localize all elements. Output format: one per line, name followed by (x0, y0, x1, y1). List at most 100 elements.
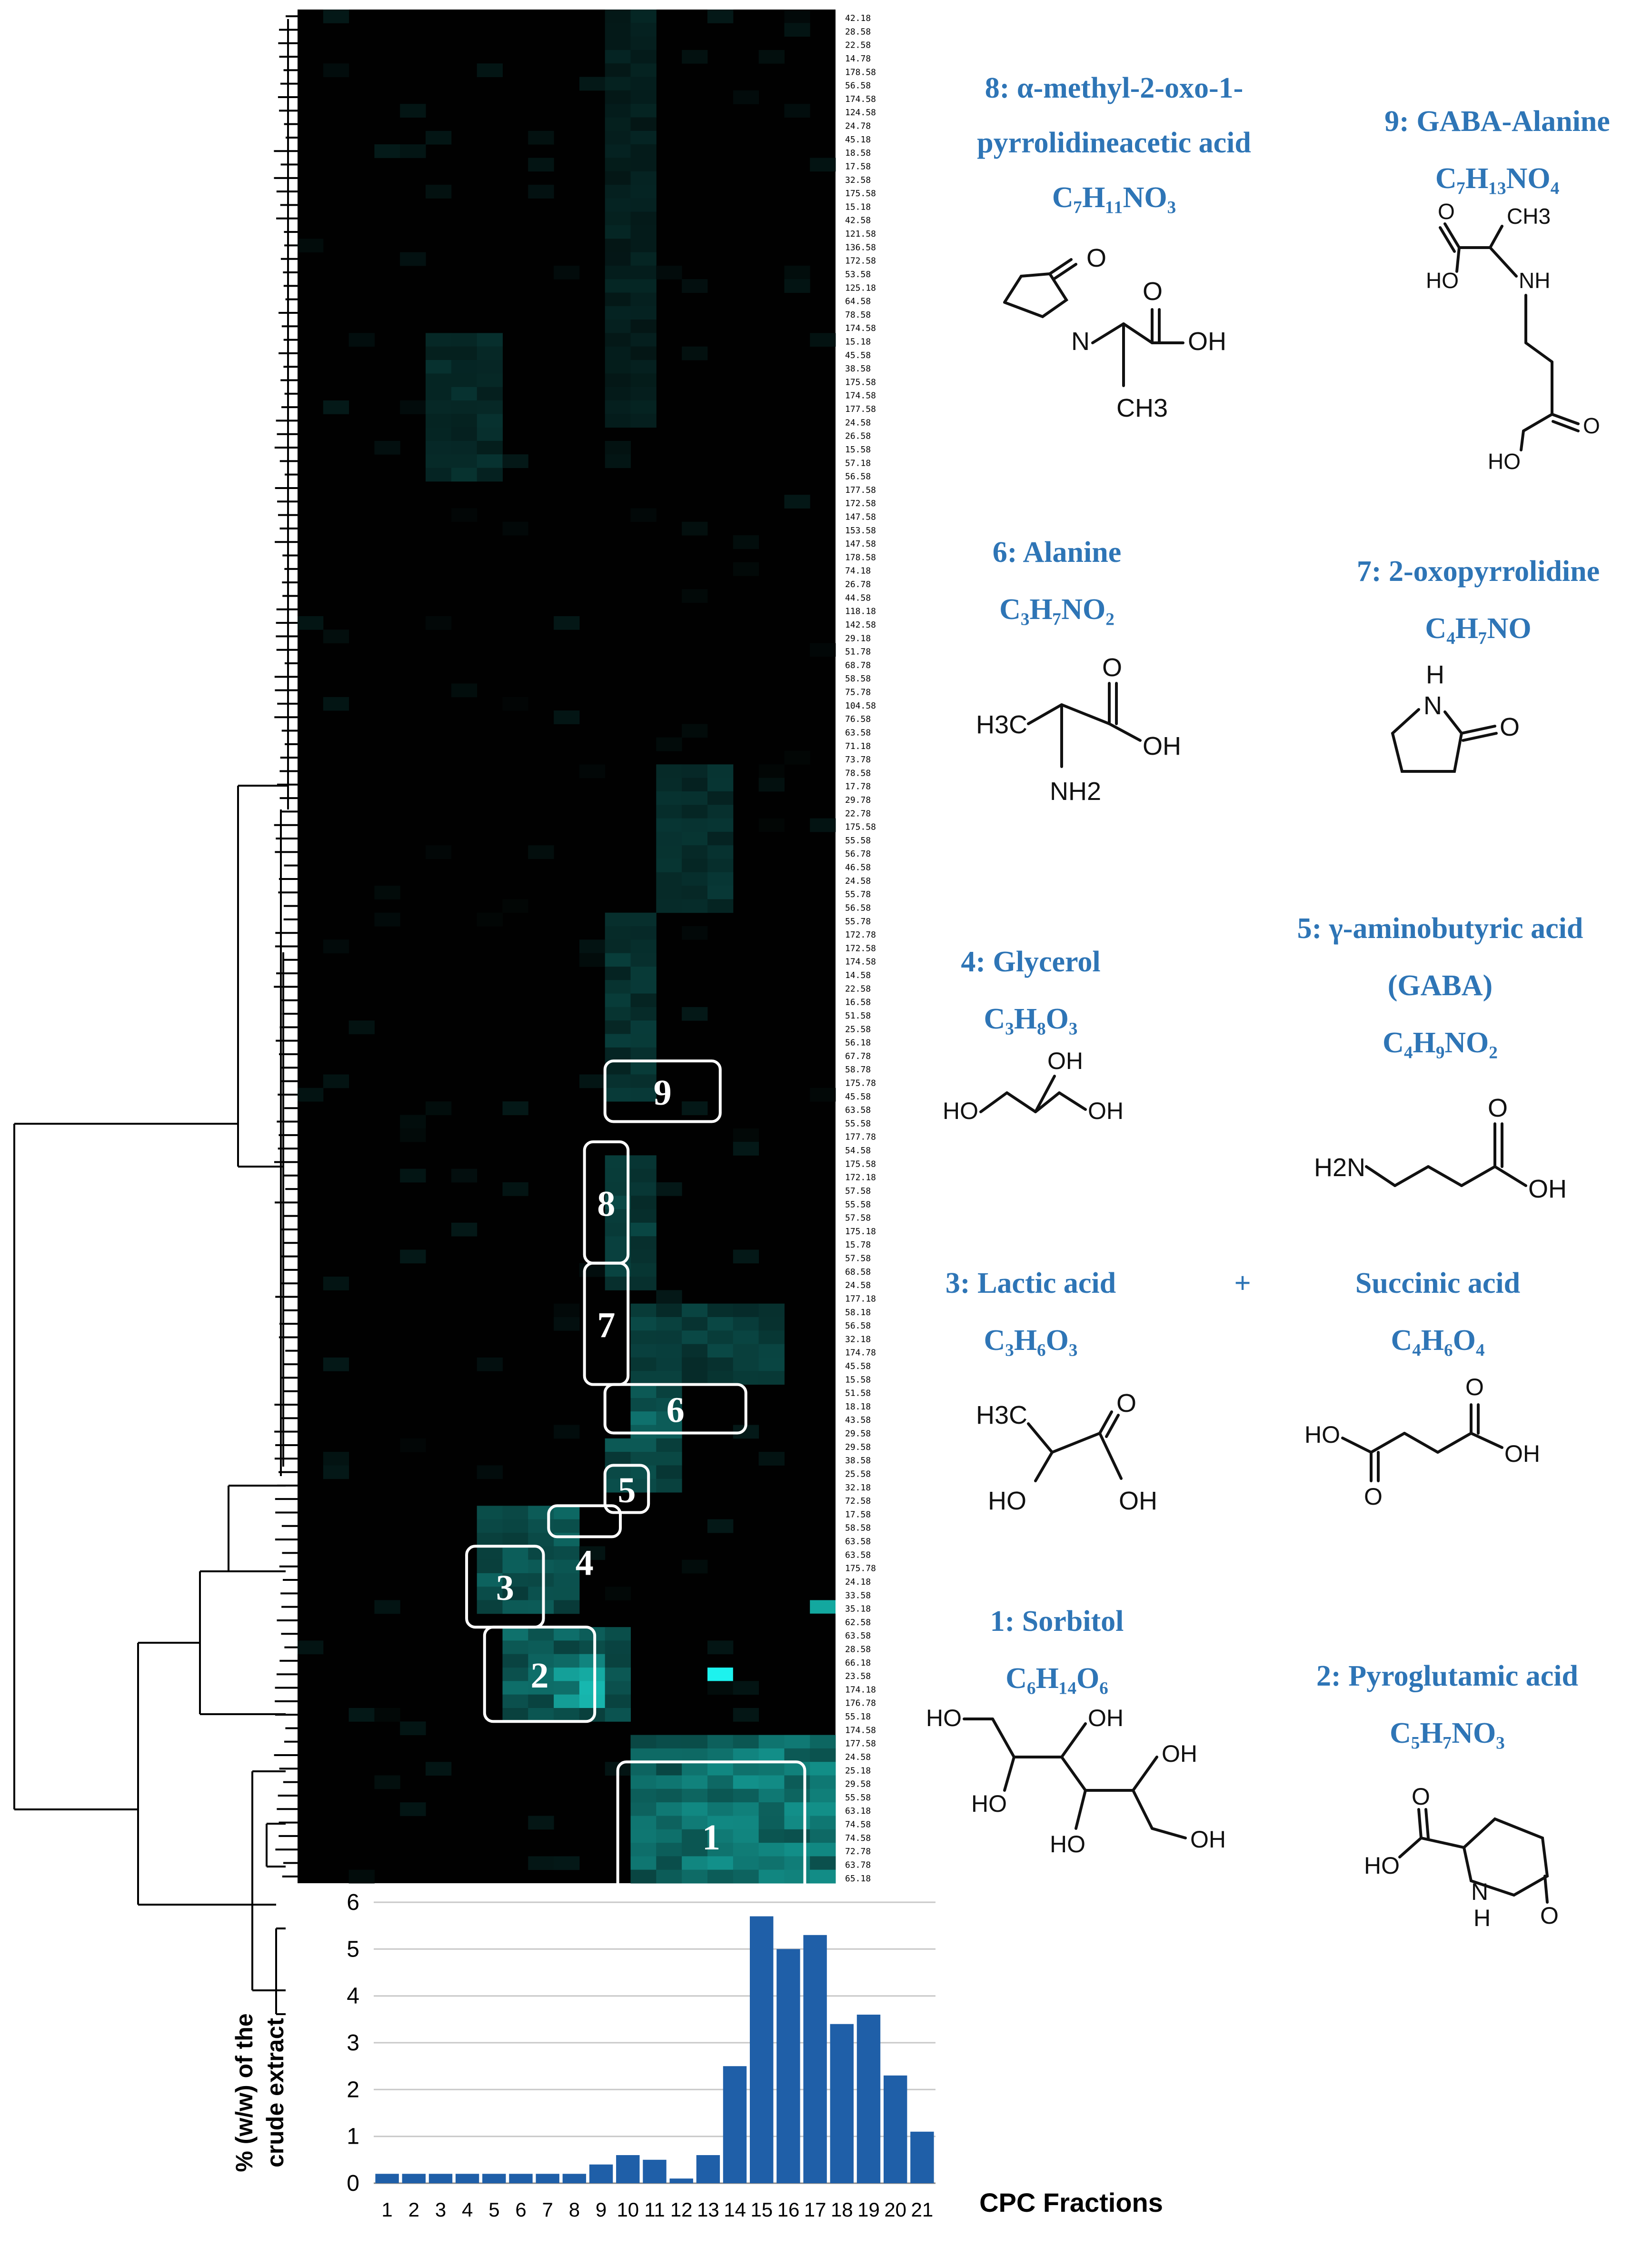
heatmap-cell (682, 1317, 708, 1331)
heatmap-row-label: 25.58 (845, 1469, 871, 1479)
heatmap-cell (810, 643, 836, 657)
heatmap-cell (733, 90, 759, 104)
heatmap-cell (426, 346, 452, 360)
heatmap-cell (630, 967, 657, 980)
heatmap-row-label: 63.18 (845, 1806, 871, 1816)
heatmap-cell (451, 1168, 478, 1183)
heatmap-cell (656, 737, 682, 751)
heatmap-cell (579, 1654, 606, 1668)
heatmap-row-label: 42.18 (845, 13, 871, 23)
heatmap-cell (323, 1452, 349, 1466)
x-tick-label: 12 (670, 2198, 693, 2221)
atom-OH: OH (1188, 327, 1226, 356)
heatmap-cell (579, 939, 606, 954)
heatmap-cell (579, 1546, 606, 1560)
x-tick-label: 7 (542, 2198, 553, 2221)
heatmap-row-label: 24.58 (845, 1280, 871, 1290)
atom-OH: OH (1143, 732, 1181, 760)
heatmap-row-label: 58.78 (845, 1065, 871, 1075)
heatmap-row-label: 25.58 (845, 1024, 871, 1034)
heatmap-cell (656, 831, 682, 846)
heatmap-cell (656, 1748, 682, 1762)
heatmap-cell (656, 1384, 682, 1398)
heatmap-cell (630, 1088, 657, 1102)
heatmap-row-label: 68.58 (845, 1267, 871, 1277)
heatmap-cell (656, 1735, 682, 1749)
heatmap-cell (630, 993, 657, 1008)
compound-5-name-line2: (GABA) (1388, 969, 1493, 1002)
heatmap-cell (451, 468, 478, 482)
heatmap-cell (758, 818, 785, 832)
heatmap-cell (477, 1506, 503, 1520)
heatmap-cell (528, 1816, 554, 1830)
heatmap-row-label: 32.18 (845, 1334, 871, 1344)
heatmap-row-label: 45.18 (845, 135, 871, 145)
heatmap-cell (707, 1762, 734, 1776)
heatmap-cell (630, 77, 657, 91)
heatmap-cell (784, 1748, 810, 1762)
heatmap-cell (810, 1748, 836, 1762)
heatmap-cell (605, 104, 631, 118)
heatmap-cell (707, 805, 734, 819)
dendrogram (13, 15, 298, 2015)
heatmap-cell (682, 1303, 708, 1318)
heatmap-row-label: 174.58 (845, 323, 876, 333)
y-axis-label-line2: crude extract (262, 2018, 289, 2167)
atom-H: H (1473, 1905, 1491, 1931)
heatmap-row-label: 15.18 (845, 202, 871, 212)
heatmap-cell (733, 1330, 759, 1345)
heatmap-cell (605, 1088, 631, 1102)
heatmap-cell (477, 1546, 503, 1560)
heatmap-cell (323, 1074, 349, 1089)
heatmap-cell (579, 77, 606, 91)
heatmap-row-label: 153.58 (845, 526, 876, 536)
heatmap-cell (630, 158, 657, 172)
cluster-label-4: 4 (576, 1543, 594, 1583)
heatmap-cell (554, 1668, 580, 1681)
heatmap-cell (733, 1788, 759, 1803)
heatmap-cell (630, 1020, 657, 1034)
heatmap-cell (656, 1775, 682, 1789)
heatmap-cell (630, 1007, 657, 1021)
heatmap-cell (733, 1829, 759, 1843)
heatmap-cell (682, 1371, 708, 1385)
heatmap-cell (810, 1802, 836, 1816)
heatmap-cell (323, 10, 349, 23)
heatmap-cell (810, 333, 836, 347)
heatmap-cell (528, 1627, 554, 1641)
heatmap-cell (554, 1533, 580, 1547)
heatmap-cell (630, 1452, 657, 1466)
heatmap-row-label: 17.58 (845, 162, 871, 172)
heatmap-cell (528, 1694, 554, 1708)
heatmap-row-label: 125.18 (845, 283, 876, 293)
heatmap-row-label: 78.58 (845, 310, 871, 320)
heatmap-cell (605, 1640, 631, 1655)
heatmap-cell (707, 831, 734, 846)
heatmap-row-label: 24.18 (845, 1577, 871, 1587)
heatmap-cell (426, 414, 452, 428)
x-tick-label: 3 (435, 2198, 446, 2221)
bar (750, 1916, 774, 2183)
heatmap-row-label: 28.58 (845, 1645, 871, 1655)
heatmap-cell (554, 1573, 580, 1587)
heatmap-cell (451, 333, 478, 347)
heatmap-cell (707, 1816, 734, 1830)
heatmap-cell (707, 1869, 734, 1884)
heatmap-cell (605, 1074, 631, 1089)
heatmap-row-label: 42.58 (845, 216, 871, 226)
heatmap-row-label: 32.18 (845, 1483, 871, 1493)
heatmap-row-label: 56.18 (845, 1038, 871, 1048)
heatmap-cell (605, 144, 631, 158)
heatmap-cell (630, 211, 657, 226)
heatmap-cell (810, 1843, 836, 1857)
atom-O: O (1412, 1783, 1430, 1810)
heatmap-cell (605, 1681, 631, 1695)
heatmap-row-label: 172.18 (845, 1173, 876, 1183)
heatmap-row-label: 177.58 (845, 485, 876, 495)
heatmap-cell (682, 872, 708, 886)
heatmap-cell (477, 1533, 503, 1547)
atom-H2N: H2N (1314, 1153, 1365, 1182)
heatmap-row-label: 38.58 (845, 364, 871, 374)
heatmap-cell (656, 1465, 682, 1479)
